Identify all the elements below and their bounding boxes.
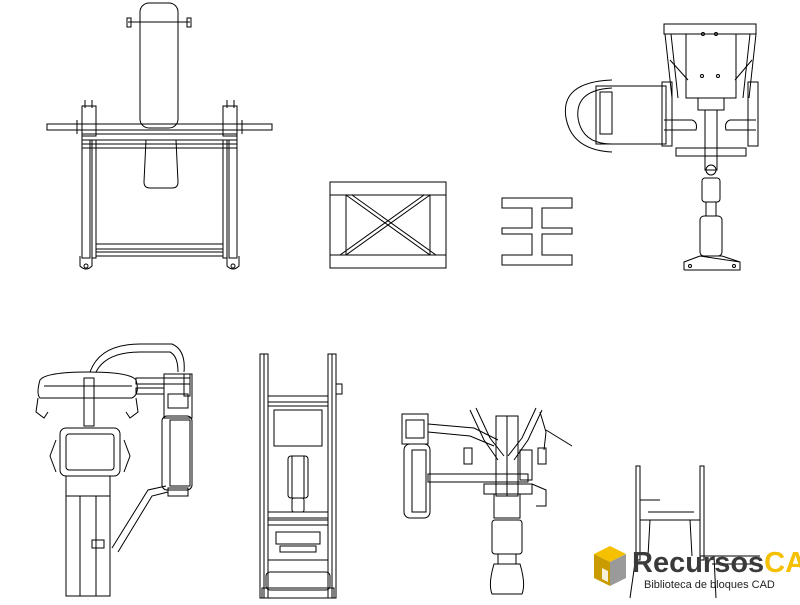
i-beam-section bbox=[502, 198, 572, 265]
recursoscad-watermark: RecursosCAD Biblioteca de bloques CAD bbox=[592, 542, 800, 600]
leg-extension-machine-side-view bbox=[260, 354, 342, 598]
bench-press-top-view bbox=[47, 3, 272, 269]
square-frame-x-brace bbox=[330, 182, 446, 268]
brand-name: RecursosCAD bbox=[632, 546, 800, 580]
recursoscad-logo-icon bbox=[594, 546, 626, 586]
chest-press-machine-side-view bbox=[36, 344, 192, 596]
weight-stack-tower-front-view bbox=[565, 24, 758, 270]
squat-rack-partial-view bbox=[630, 466, 760, 598]
pec-deck-machine-top-view bbox=[402, 408, 572, 594]
brand-part-recursos: Recursos bbox=[632, 547, 765, 579]
brand-part-cad: CAD bbox=[764, 547, 800, 579]
brand-tagline: Biblioteca de bloques CAD bbox=[644, 579, 775, 591]
